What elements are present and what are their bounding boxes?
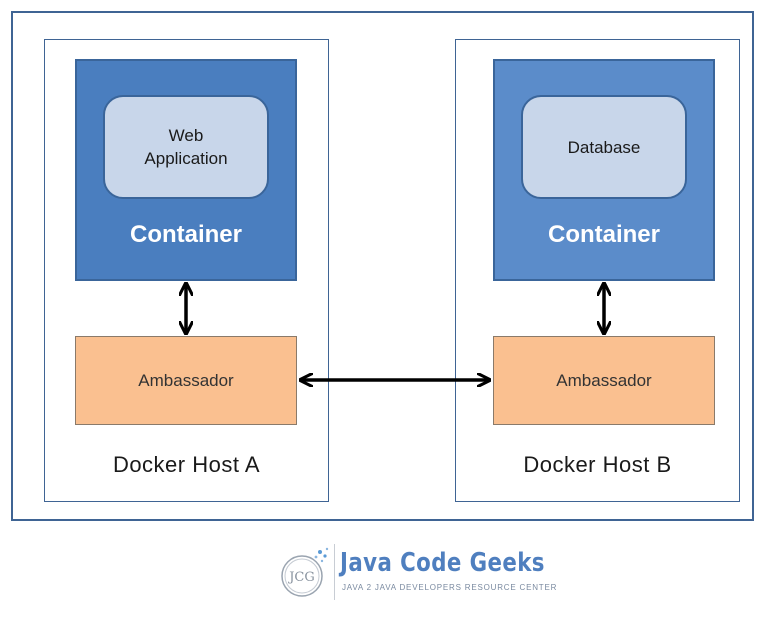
logo-title: Java Code Geeks (340, 548, 545, 578)
docker-host-b-label: Docker Host B (523, 452, 672, 477)
ambassador-b: Ambassador (493, 336, 715, 425)
database-box: Database (521, 95, 687, 199)
container-a: Web Application Container (75, 59, 297, 281)
diagram-frame (11, 11, 754, 521)
container-a-label: Container (129, 221, 242, 248)
logo-subtitle: JAVA 2 JAVA DEVELOPERS RESOURCE CENTER (342, 583, 558, 592)
container-b: Database Container (493, 59, 715, 281)
logo-divider (334, 544, 335, 600)
container-b-label: Container (547, 221, 660, 248)
java-code-geeks-logo: JCG Java Code Geeks JAVA 2 JAVA DEVELOPE… (270, 538, 556, 606)
web-application-box: Web Application (103, 95, 269, 199)
jcg-logo-icon: JCG (281, 547, 329, 597)
docker-host-a-label: Docker Host A (112, 452, 261, 477)
svg-text:JCG: JCG (287, 570, 315, 585)
ambassador-a: Ambassador (75, 336, 297, 425)
